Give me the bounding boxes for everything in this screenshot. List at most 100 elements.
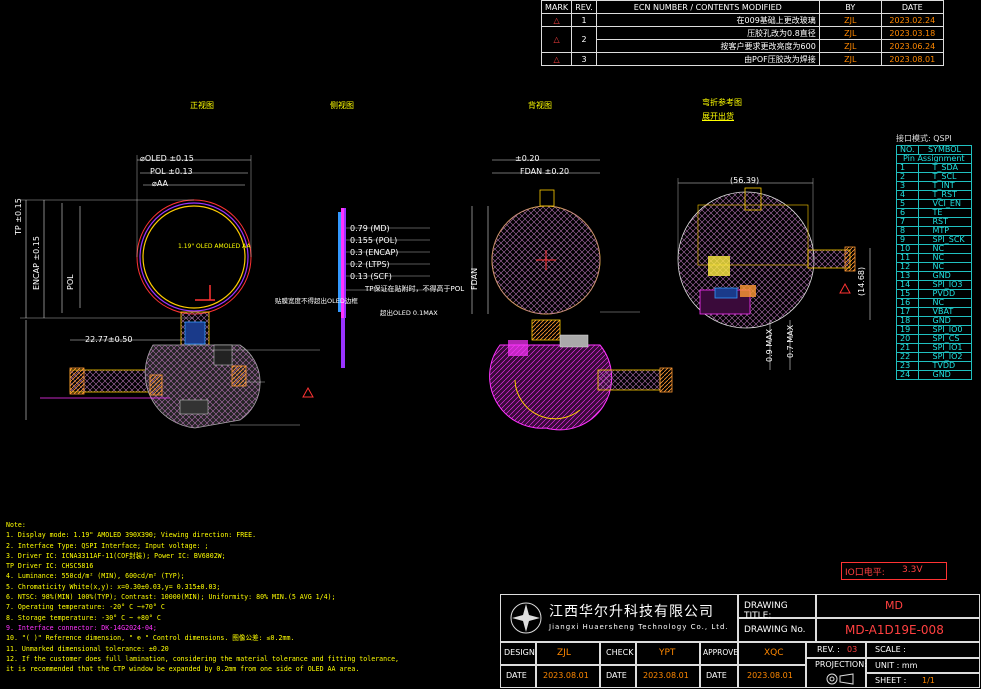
drawing-no: MD-A1D19E-008 [845,623,944,637]
pin-symbol: NC [917,253,972,263]
io-voltage-value: 3.3V [902,565,923,575]
notes-block: Note: 1. Display mode: 1.19" AMOLED 390X… [6,520,399,674]
warning-icon: △ [540,26,573,53]
approve-label-cell: APPROVE [700,642,738,665]
approve-cell: XQC [738,642,806,665]
bend-view [677,178,871,370]
rev-value: 03 [847,645,858,654]
pin-symbol: GND [917,370,972,380]
company-logo-icon [510,602,542,634]
tp-note: TP保证在贴附时，不得高于POL [365,285,465,293]
dim-fdan: FDAN ±0.20 [520,167,570,176]
projection-cell: PROJECTION: [806,658,867,688]
drawing-no-label: DRAWING No. [744,625,806,635]
dim-tp-label: TP ±0.15 [14,198,23,235]
dim-07max: 0.7 MAX [786,324,795,358]
design-label: DESIGN [504,648,535,657]
date-value: 2023.08.01 [643,671,689,680]
drawing-no-label-cell: DRAWING No. [738,618,816,642]
pin-symbol: NC [917,244,972,254]
drawing-title-label-cell: DRAWING TITLE: [738,594,816,621]
date-value: 2023.08.01 [543,671,589,680]
date-label: DATE [606,671,627,680]
note-line: it is recommended that the CTP window be… [6,665,360,674]
note-line: 8. Storage temperature: -30° C ~ +80° C [6,613,161,622]
company-name-en: Jiangxi Huaersheng Technology Co., Ltd. [549,623,729,631]
back-view [471,159,673,431]
date-cell: 2023.08.01 [536,665,600,688]
revision-table: MARK REV. ECN NUMBER / CONTENTS MODIFIED… [540,0,944,66]
note-line: 12. If the customer does full lamination… [6,654,400,663]
layer-1: 0.155 (POL) [350,236,398,245]
sheet-label: SHEET : [875,676,907,685]
date-cell: 2023.08.01 [738,665,806,688]
rev-label: REV. : [817,645,840,654]
drawing-canvas [20,155,871,431]
bend-view-subtitle: 展开出货 [702,112,734,121]
note-line: TP Driver IC: CHSC5816 [6,562,94,571]
date-label-cell: DATE [500,665,536,688]
drawing-title-label: DRAWING TITLE: [744,601,788,621]
pin-number: 24 [896,370,919,380]
notes-title: Note: [6,521,26,529]
dim-oled-label: ⌀OLED ±0.15 [140,154,194,163]
dim-fdan-v: FDAN [470,267,479,290]
rev-label-cell: REV. : 03 [806,642,866,658]
scale-cell: SCALE : [866,642,980,658]
dim-09max: 0.9 MAX [765,328,774,362]
note-line: 1. Display mode: 1.19" AMOLED 390X390; V… [6,531,257,540]
drawing-no-cell: MD-A1D19E-008 [816,618,980,642]
layer-2: 0.3 (ENCAP) [350,248,399,257]
company-cell: 江西华尔升科技有限公司 Jiangxi Huaersheng Technolog… [500,594,738,642]
layer-3: 0.2 (LTPS) [350,260,390,269]
date-label-cell: DATE [700,665,738,688]
active-area-text: 1.19" OLED AMOLED AA [178,243,251,250]
dim-14-68: (14.68) [857,266,866,296]
bend-view-title: 弯折参考图 [702,98,742,107]
date-label: DATE [506,671,527,680]
rev-date: 2023.08.01 [880,52,944,66]
scale-label: SCALE : [875,645,906,654]
check-cell: YPT [636,642,700,665]
dim-encap-label: ENCAP ±0.15 [32,236,41,290]
check-label: CHECK [606,648,634,657]
check-value: YPT [659,648,676,658]
pin-symbol: VCI_EN [917,199,972,209]
back-view-title: 背视图 [528,101,552,110]
dim-pol-label: POL ±0.13 [150,167,193,176]
dim-56-39: (56.39) [730,176,760,185]
check-label-cell: CHECK [600,642,636,665]
note-line: 6. NTSC: 98%(MIN) 100%(TYP); Contrast: 1… [6,593,336,602]
dim-aa-label: ⌀AA [152,179,168,188]
note-line: 11. Unmarked dimensional tolerance: ±0.2… [6,644,169,653]
note-line: 4. Luminance: 550cd/m² (MIN), 600cd/m² (… [6,572,185,581]
drawing-title-cell: MD [816,594,980,618]
note-line: 7. Operating temperature: -20° C ~+70° C [6,603,165,612]
pin-symbol: PVDD [917,289,972,299]
note-line: 2. Interface Type: QSPI Interface; Input… [6,541,209,550]
side-view [338,208,440,368]
design-value: ZJL [557,648,571,658]
unit-label: UNIT : mm [875,661,918,670]
approve-value: XQC [764,648,784,658]
projection-label: PROJECTION: [815,660,867,669]
max-note: 超出OLED 0.1MAX [380,309,438,317]
design-label-cell: DESIGN [500,642,536,665]
sheet-cell: SHEET : 1/1 [866,673,980,688]
projection-symbol-icon [826,673,854,685]
note-line: 10. "( )" Reference dimension, " ⊕ " Con… [6,634,295,643]
pin-table-title: 接口模式: QSPI [896,134,952,143]
date-cell: 2023.08.01 [636,665,700,688]
dim-back-top: ±0.20 [515,154,540,163]
layer-4: 0.13 (SCF) [350,272,392,281]
sheet-value: 1/1 [922,676,935,685]
drawing-title: MD [885,599,903,612]
date-label: DATE [706,671,727,680]
front-view [20,155,320,429]
front-view-title: 正视图 [190,101,214,110]
design-cell: ZJL [536,642,600,665]
warning-icon: △ [540,52,573,66]
dim-fpc-width: 22.77±0.50 [85,335,133,344]
unit-cell: UNIT : mm [866,658,980,673]
